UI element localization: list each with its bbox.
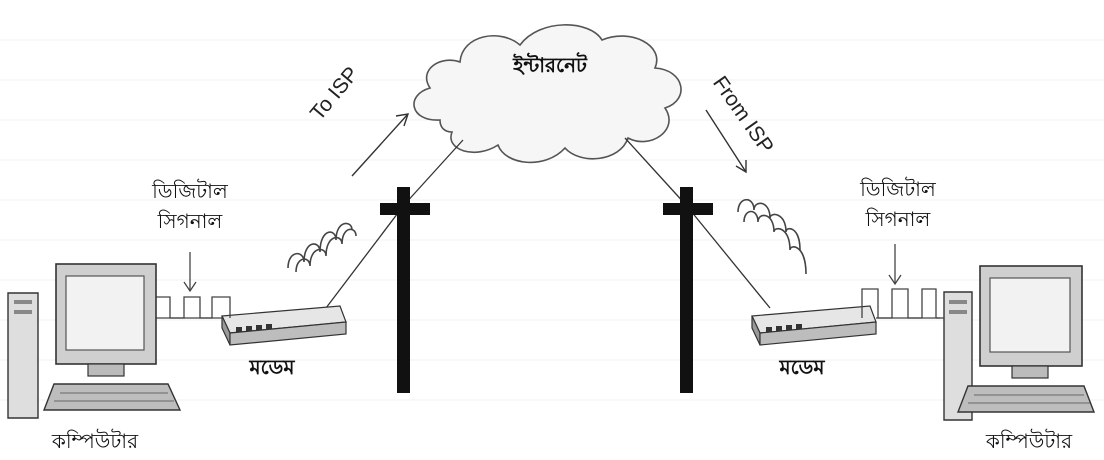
left-pole-icon bbox=[380, 187, 430, 393]
internet-cloud-icon bbox=[413, 24, 682, 164]
right-digital-signal-icon bbox=[861, 244, 940, 319]
cable-lines bbox=[325, 137, 771, 309]
right-digital-signal-label-line1: ডিজিটাল bbox=[860, 177, 936, 201]
right-computer-icon bbox=[936, 265, 1096, 421]
to-isp-arrow-icon bbox=[351, 113, 410, 177]
left-digital-signal-label-line1: ডিজিটাল bbox=[152, 179, 228, 203]
left-computer-icon bbox=[7, 263, 182, 419]
left-analog-wave-icon bbox=[287, 222, 357, 273]
left-modem-label: মডেম bbox=[249, 355, 295, 379]
left-modem-icon bbox=[221, 305, 347, 346]
from-isp-arrow-icon bbox=[705, 109, 747, 174]
right-digital-signal-label-line2: সিগনাল bbox=[865, 207, 931, 231]
internet-label: ইন্টারনেট bbox=[513, 53, 587, 77]
right-pole-icon bbox=[663, 187, 713, 393]
right-modem-icon bbox=[751, 305, 877, 346]
left-digital-signal-label-line2: সিগনাল bbox=[157, 209, 223, 233]
right-modem-label: মডেম bbox=[779, 355, 825, 379]
right-analog-wave-icon bbox=[737, 198, 807, 275]
left-computer-label: কম্পিউটার bbox=[51, 429, 139, 453]
background-lines bbox=[0, 39, 1104, 401]
right-computer-label: কম্পিউটার bbox=[985, 429, 1073, 453]
left-digital-signal-icon bbox=[153, 252, 231, 319]
